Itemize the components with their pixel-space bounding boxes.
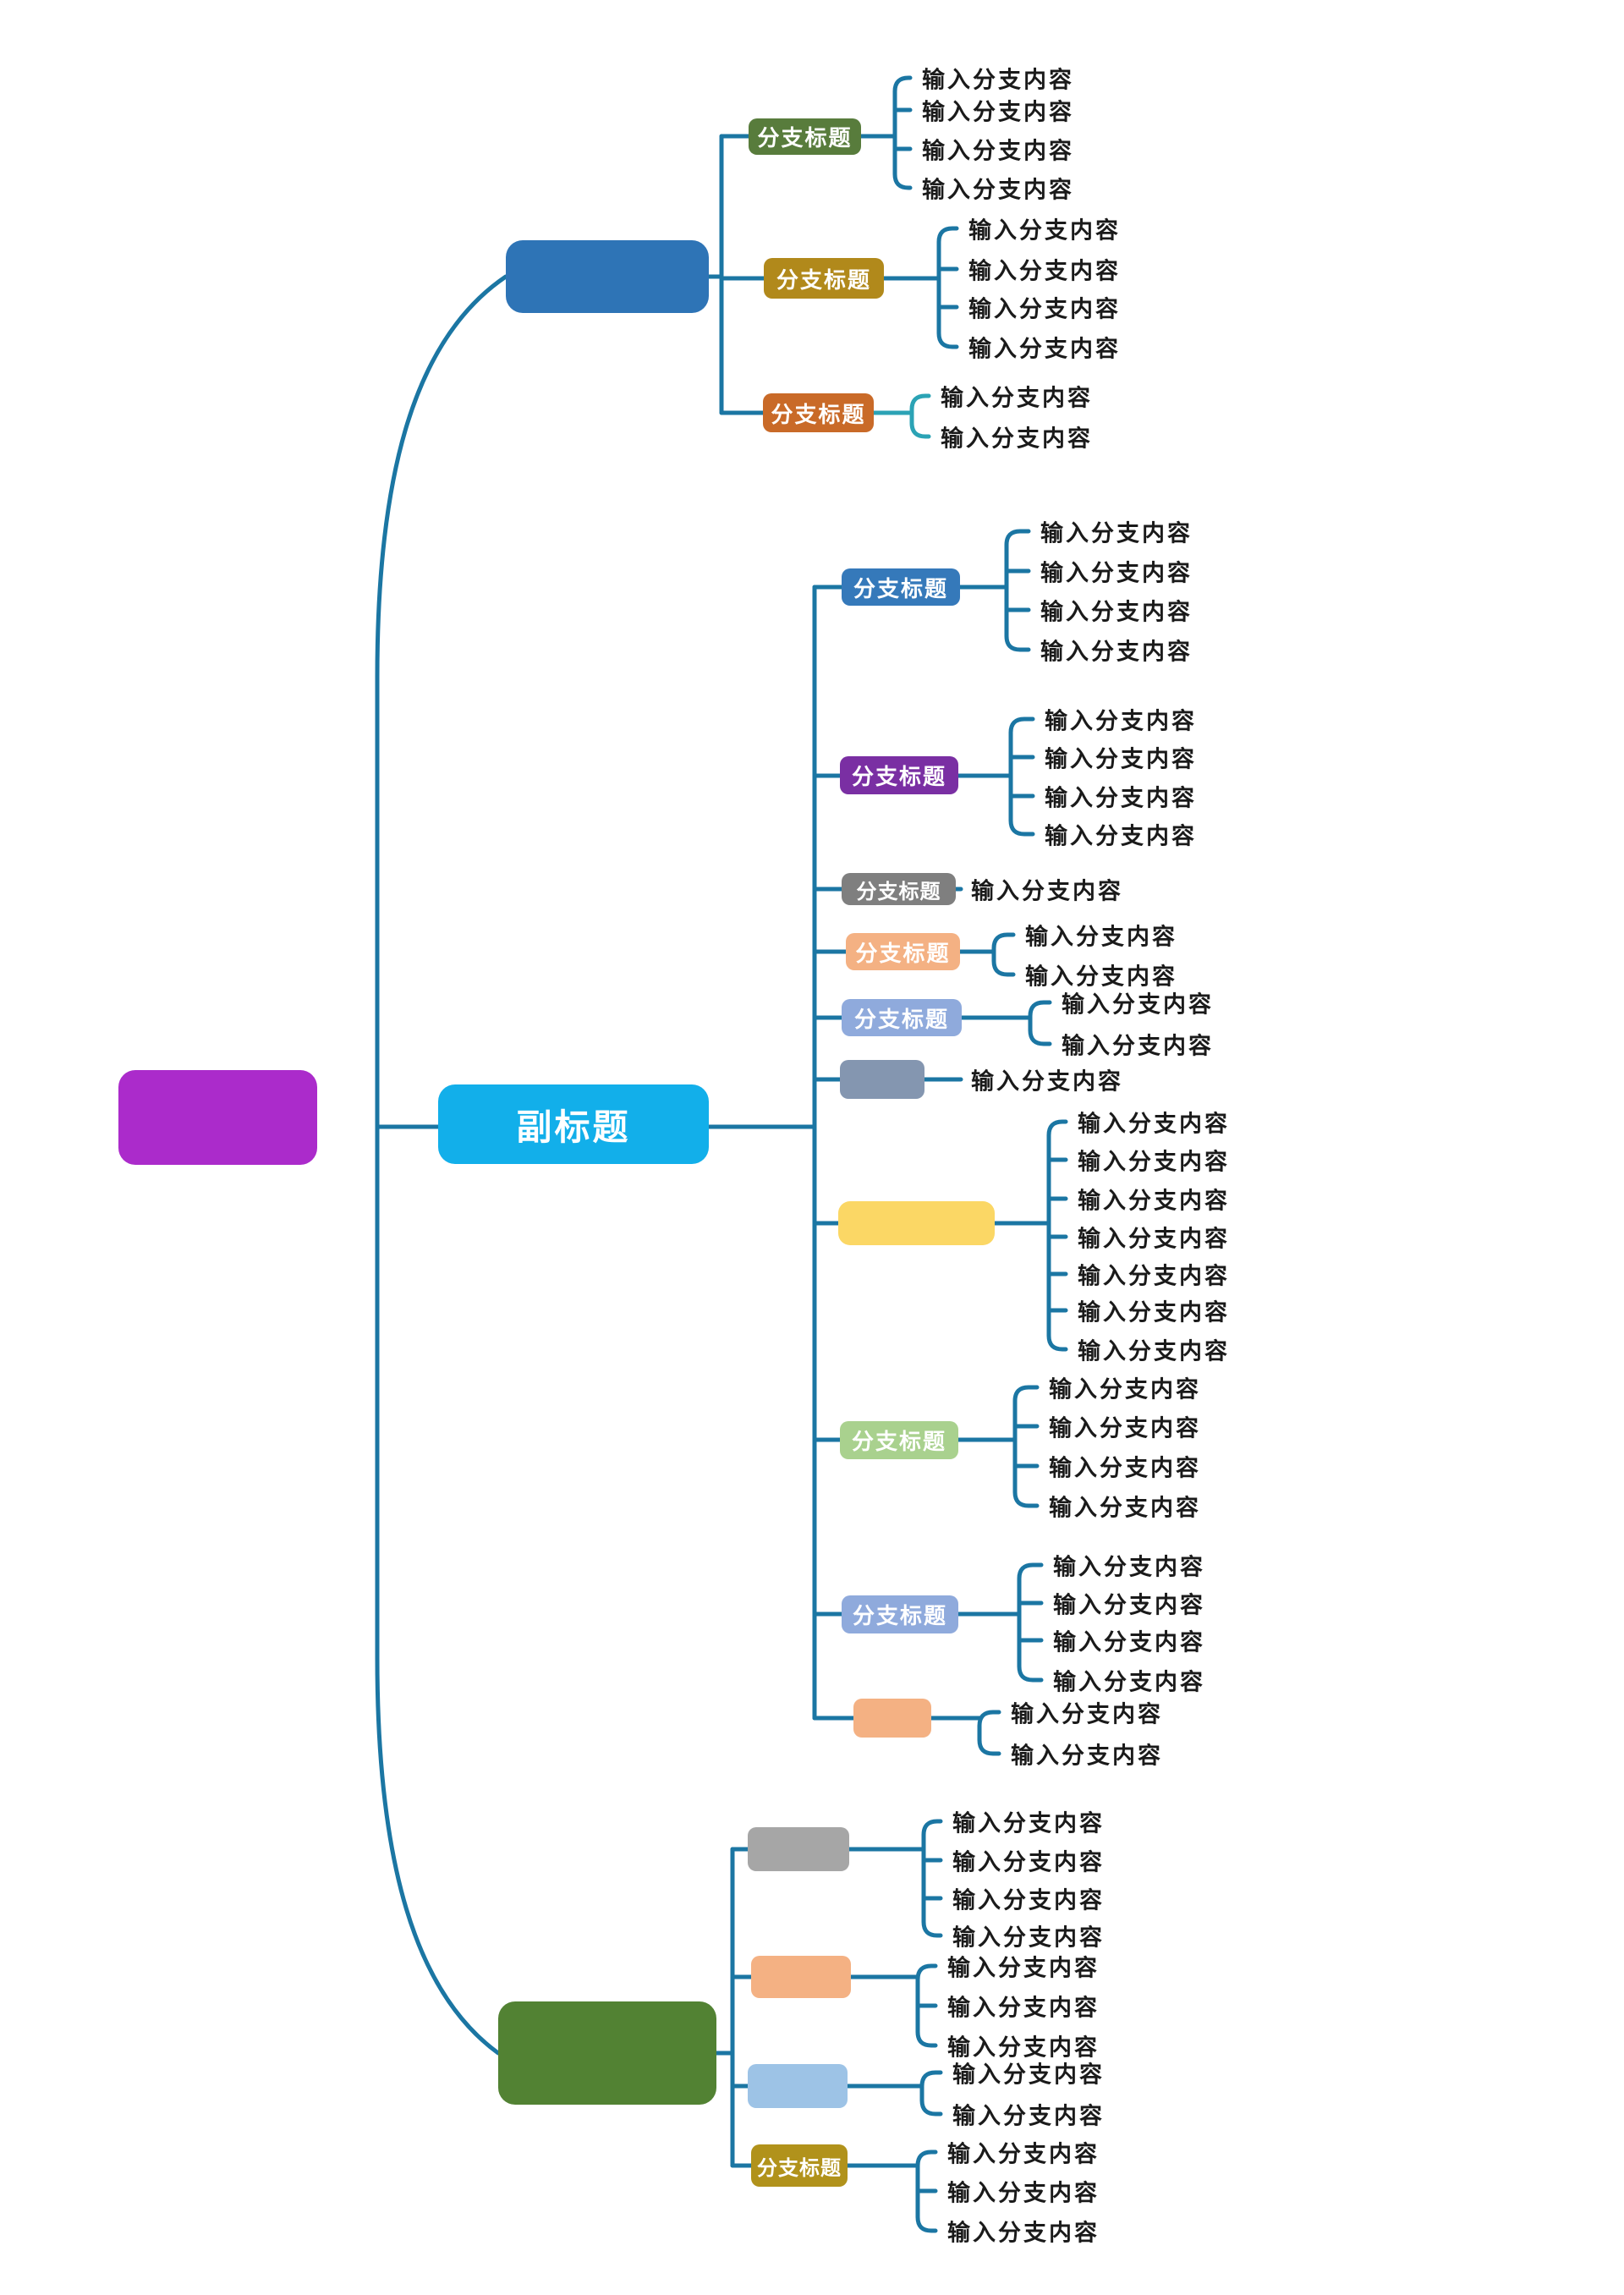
leaf-content[interactable]: 输入分支内容 (1040, 599, 1193, 625)
branch-title-mid-periwinkle[interactable]: 分支标题 (842, 999, 962, 1036)
branch-node-blue-gray[interactable] (840, 1060, 924, 1099)
leaf-content[interactable]: 输入分支内容 (1045, 708, 1197, 734)
leaf-content[interactable]: 输入分支内容 (952, 2103, 1105, 2129)
leaf-content[interactable]: 输入分支内容 (1049, 1455, 1201, 1481)
root-node[interactable] (118, 1070, 317, 1165)
leaf-content[interactable]: 输入分支内容 (947, 2180, 1100, 2206)
branch-title-light-green[interactable]: 分支标题 (840, 1421, 958, 1459)
branch-title-mid-peach[interactable]: 分支标题 (846, 933, 960, 970)
leaf-content[interactable]: 输入分支内容 (1078, 1338, 1230, 1364)
leaf-content[interactable]: 输入分支内容 (1025, 924, 1177, 950)
leaf-content[interactable]: 输入分支内容 (941, 426, 1093, 452)
leaf-content[interactable]: 输入分支内容 (1011, 1743, 1163, 1769)
branch-title-mid-periwinkle-2[interactable]: 分支标题 (842, 1595, 958, 1633)
leaf-content[interactable]: 输入分支内容 (952, 1810, 1105, 1837)
leaf-content[interactable]: 输入分支内容 (971, 878, 1123, 904)
leaf-content[interactable]: 输入分支内容 (1040, 560, 1193, 586)
leaf-content[interactable]: 输入分支内容 (941, 385, 1093, 411)
leaf-content[interactable]: 输入分支内容 (1045, 823, 1197, 849)
leaf-content[interactable]: 输入分支内容 (1053, 1592, 1205, 1618)
leaf-content[interactable]: 输入分支内容 (952, 2062, 1105, 2088)
branch-node-bottom-peach[interactable] (751, 1956, 851, 1998)
main-branch-top-node[interactable] (506, 240, 709, 313)
leaf-content[interactable]: 输入分支内容 (1049, 1376, 1201, 1403)
branch-node-yellow[interactable] (838, 1201, 995, 1245)
leaf-content[interactable]: 输入分支内容 (968, 217, 1121, 244)
branch-title-bottom-gold[interactable]: 分支标题 (751, 2144, 848, 2187)
leaf-content[interactable]: 输入分支内容 (952, 1849, 1105, 1875)
leaf-content[interactable]: 输入分支内容 (968, 336, 1121, 362)
leaf-content[interactable]: 输入分支内容 (968, 296, 1121, 322)
branch-title-mid-blue[interactable]: 分支标题 (842, 568, 960, 606)
leaf-content[interactable]: 输入分支内容 (1078, 1226, 1230, 1252)
leaf-content[interactable]: 输入分支内容 (1062, 1033, 1214, 1059)
leaf-content[interactable]: 输入分支内容 (952, 1887, 1105, 1913)
leaf-content[interactable]: 输入分支内容 (1053, 1669, 1205, 1695)
leaf-content[interactable]: 输入分支内容 (952, 1924, 1105, 1951)
leaf-content[interactable]: 输入分支内容 (922, 177, 1074, 203)
leaf-content[interactable]: 输入分支内容 (1078, 1299, 1230, 1326)
leaf-content[interactable]: 输入分支内容 (922, 67, 1074, 93)
leaf-content[interactable]: 输入分支内容 (922, 99, 1074, 125)
branch-node-bottom-blue[interactable] (748, 2064, 848, 2108)
leaf-content[interactable]: 输入分支内容 (1078, 1188, 1230, 1214)
subtitle-node[interactable]: 副标题 (438, 1084, 709, 1164)
branch-title-green[interactable]: 分支标题 (749, 118, 861, 155)
leaf-content[interactable]: 输入分支内容 (1040, 520, 1193, 546)
branch-title-mid-purple[interactable]: 分支标题 (840, 756, 958, 794)
leaf-content[interactable]: 输入分支内容 (1045, 785, 1197, 811)
leaf-content[interactable]: 输入分支内容 (1053, 1554, 1205, 1580)
branch-node-bottom-gray[interactable] (748, 1827, 849, 1871)
leaf-content[interactable]: 输入分支内容 (971, 1068, 1123, 1095)
leaf-content[interactable]: 输入分支内容 (1078, 1263, 1230, 1289)
leaf-content[interactable]: 输入分支内容 (947, 1995, 1100, 2021)
leaf-content[interactable]: 输入分支内容 (1062, 991, 1214, 1018)
leaf-content[interactable]: 输入分支内容 (1040, 639, 1193, 665)
main-branch-bottom-node[interactable] (498, 2001, 716, 2105)
leaf-content[interactable]: 输入分支内容 (1045, 746, 1197, 772)
branch-node-peach[interactable] (853, 1699, 931, 1738)
leaf-content[interactable]: 输入分支内容 (1025, 964, 1177, 990)
branch-title-orange[interactable]: 分支标题 (763, 393, 874, 432)
branch-title-mid-gray[interactable]: 分支标题 (842, 873, 956, 905)
leaf-content[interactable]: 输入分支内容 (1053, 1629, 1205, 1655)
leaf-content[interactable]: 输入分支内容 (968, 258, 1121, 284)
leaf-content[interactable]: 输入分支内容 (947, 1955, 1100, 1981)
leaf-content[interactable]: 输入分支内容 (1078, 1149, 1230, 1175)
leaf-content[interactable]: 输入分支内容 (1049, 1415, 1201, 1441)
leaf-content[interactable]: 输入分支内容 (947, 2220, 1100, 2246)
leaf-content[interactable]: 输入分支内容 (1011, 1701, 1163, 1727)
leaf-content[interactable]: 输入分支内容 (1049, 1495, 1201, 1521)
leaf-content[interactable]: 输入分支内容 (1078, 1111, 1230, 1137)
leaf-content[interactable]: 输入分支内容 (947, 2141, 1100, 2167)
branch-title-gold[interactable]: 分支标题 (764, 258, 884, 299)
leaf-content[interactable]: 输入分支内容 (922, 138, 1074, 164)
leaf-content[interactable]: 输入分支内容 (947, 2034, 1100, 2061)
main-trunk-line (375, 274, 508, 2056)
